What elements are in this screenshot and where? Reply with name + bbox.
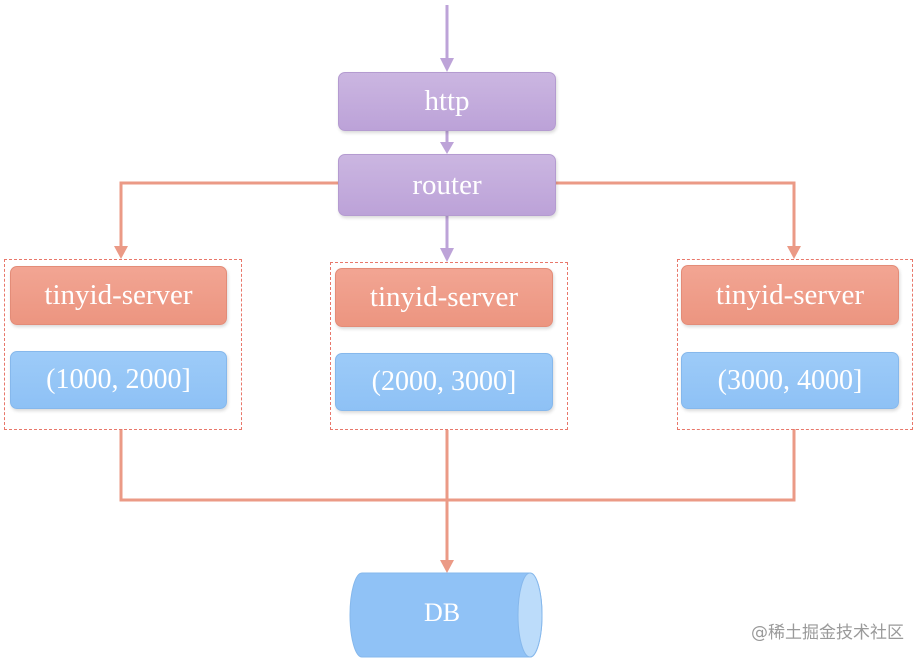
router-label: router [412,168,482,201]
http-node: http [338,72,556,131]
arrow-head-router [440,142,454,154]
router-node: router [338,154,556,216]
server-group-2 [330,262,568,430]
server-1-label: tinyid-server [44,279,193,311]
range-box-2: (2000, 3000] [335,353,553,411]
watermark-text: @稀土掘金技术社区 [751,623,904,643]
range-box-1: (1000, 2000] [10,351,227,409]
range-1-label: (1000, 2000] [46,364,191,395]
arrow-head-server-1 [114,246,128,259]
connector-router-server-1 [119,181,338,248]
db-label: DB [423,598,461,627]
tinyid-server-1: tinyid-server [10,266,227,325]
server-group-1 [4,259,242,430]
arrow-head-http [440,58,454,72]
server-group-3 [677,259,913,430]
arrow-head-server-3 [787,246,801,259]
db-cylinder [349,572,543,658]
server-3-label: tinyid-server [715,278,865,311]
arrow-head-server-2 [440,248,454,262]
range-box-3: (3000, 4000] [681,352,899,409]
server-2-label: tinyid-server [369,281,519,313]
http-label: http [424,85,470,117]
connector-servers-bus [119,429,796,502]
arrow-head-db [440,560,454,573]
tinyid-server-3: tinyid-server [681,265,899,325]
connector-router-server-3 [556,181,796,248]
range-2-label: (2000, 3000] [371,366,517,397]
range-3-label: (3000, 4000] [717,364,863,396]
tinyid-server-2: tinyid-server [335,268,553,327]
